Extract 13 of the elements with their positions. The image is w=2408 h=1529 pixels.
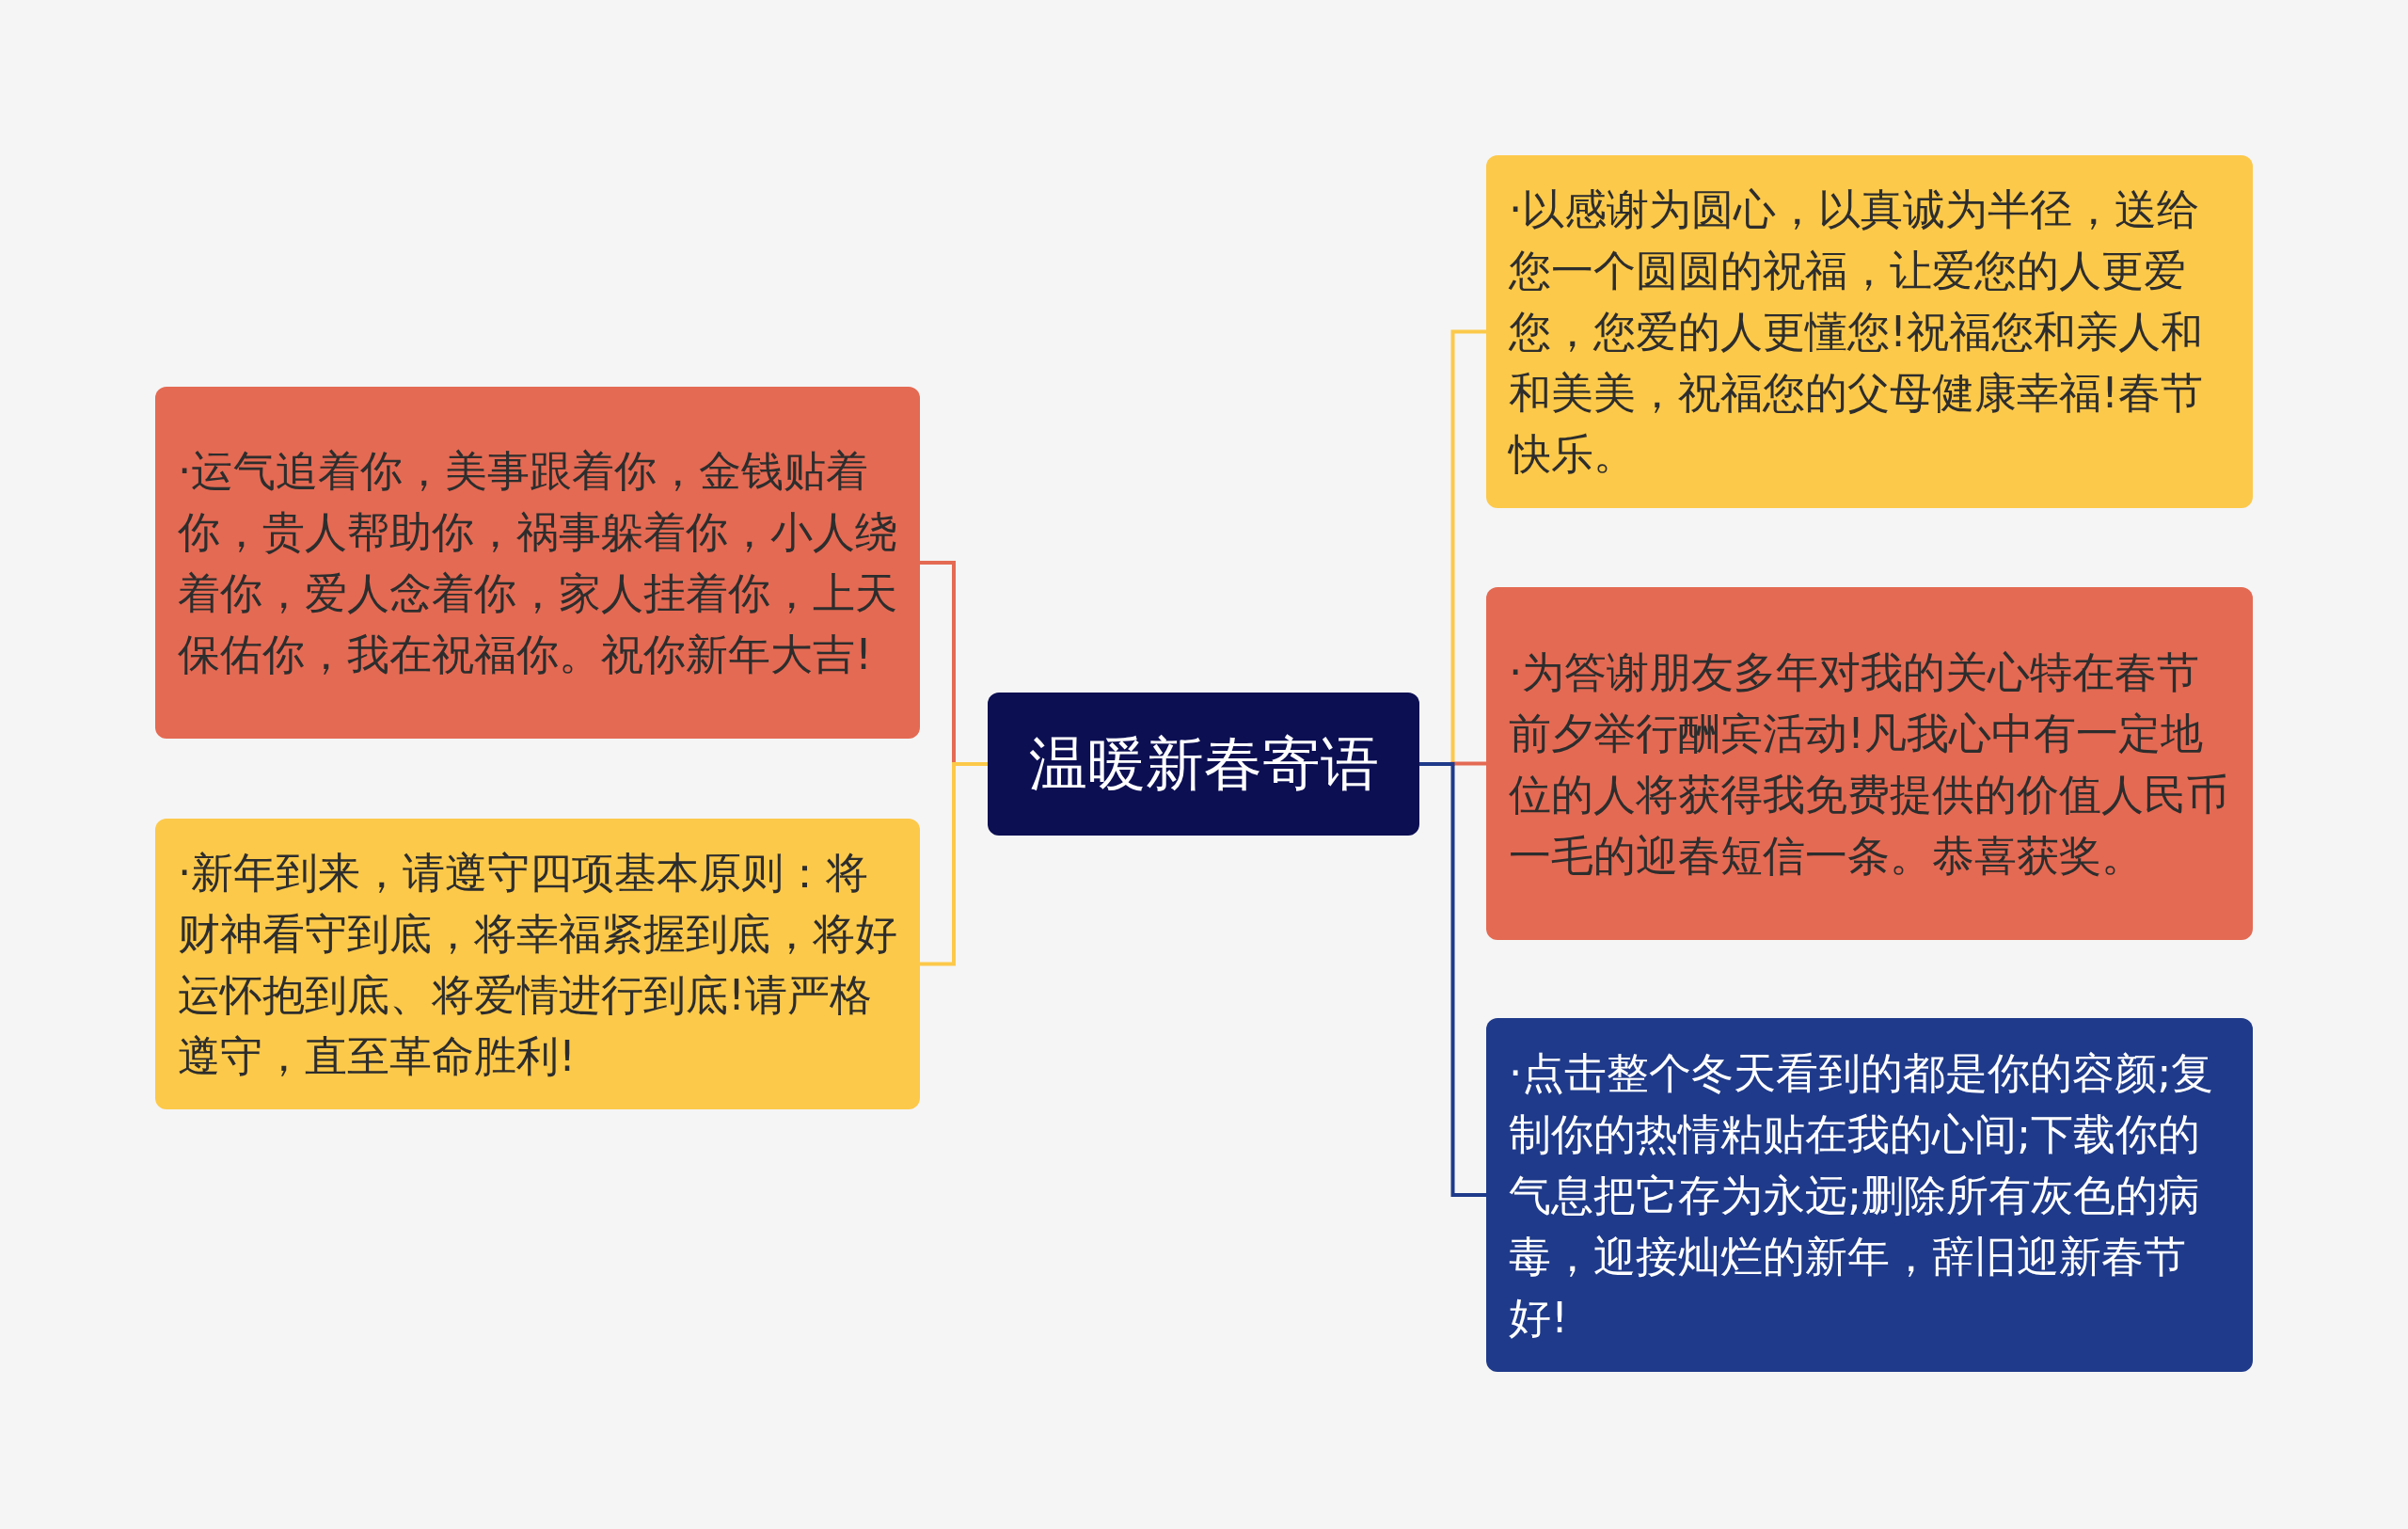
connector-line — [920, 762, 988, 966]
topic-box — [1486, 587, 2253, 940]
topic-text: ·以感谢为圆心，以真诚为半径，送给您一个圆圆的祝福，让爱您的人更爱您，您爱的人更懂您!祝福您和亲人和和美美，祝福您的父母健康幸福!春节快乐。 — [1509, 183, 2205, 481]
topic-box — [155, 387, 920, 739]
central-topic-box — [988, 693, 1419, 836]
topic-text: ·新年到来，请遵守四项基本原则：将财神看守到底，将幸福紧握到底，将好运怀抱到底、将爱情进行到底!请严格遵守，直至革命胜利! — [178, 846, 897, 1083]
topic-text: ·运气追着你，美事跟着你，金钱贴着你，贵人帮助你，祸事躲着你，小人绕着你，爱人念着你，家人挂着你，上天保佑你，我在祝福你。祝你新年大吉! — [178, 445, 897, 681]
topic-text: ·为答谢朋友多年对我的关心特在春节前夕举行酬宾活动!凡我心中有一定地位的人将获得我免费提供的价值人民币一毛的迎春短信一条。恭喜获奖。 — [1509, 645, 2229, 883]
topic-text: ·点击整个冬天看到的都是你的容颜;复制你的热情粘贴在我的心间;下载你的气息把它存为永远;删除所有灰色的病毒，迎接灿烂的新年，辞旧迎新春节好! — [1509, 1046, 2215, 1345]
topic-box — [155, 819, 920, 1109]
topic-title: 温暖新春寄语 — [1028, 728, 1379, 800]
topic-box — [1486, 1018, 2253, 1372]
topic-box — [1486, 155, 2253, 508]
